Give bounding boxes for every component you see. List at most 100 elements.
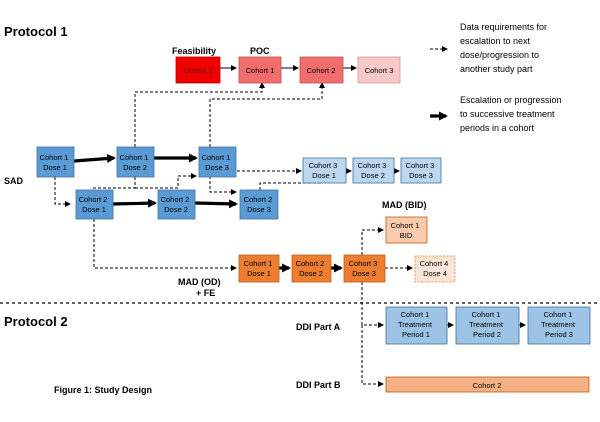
box-text: Dose 2 bbox=[299, 269, 323, 278]
legend-dashed-line-2: escalation to next bbox=[460, 36, 531, 46]
box-ddi-a-period-1: Cohort 1 Treatment Period 1 bbox=[385, 306, 448, 345]
mad-od-label: MAD (OD) bbox=[178, 277, 221, 287]
box-text: BID bbox=[400, 231, 413, 240]
arrow-sad-c1-d1-d2 bbox=[73, 154, 116, 164]
box-mad-cohort-1-dose-1: Cohort 1 Dose 1 bbox=[238, 254, 280, 283]
box-text: Period 1 bbox=[402, 330, 430, 339]
box-text: Cohort 1 bbox=[202, 153, 231, 162]
svg-text:Cohort 2 Dose 2: Cohort 2 Dose 2 bbox=[296, 259, 327, 278]
svg-text:Cohort 1 Dose 1: Cohort 1 Dose 1 bbox=[244, 259, 275, 278]
box-mad-cohort-3-dose-3: Cohort 3 Dose 3 bbox=[343, 254, 386, 283]
dashed-arrows bbox=[54, 82, 413, 387]
arrow-sad-c1d3-to-poc-c2 bbox=[209, 82, 325, 147]
legend-solid-text: Escalation or progression to successive … bbox=[460, 95, 564, 133]
arrow-sad-c1d1-to-c2d1 bbox=[54, 177, 71, 207]
box-poc-cohort-3: Cohort 3 bbox=[357, 56, 401, 84]
box-text: Treatment bbox=[541, 320, 576, 329]
box-text: Dose 3 bbox=[205, 163, 229, 172]
box-poc-cohort-1: Cohort 1 bbox=[238, 56, 282, 84]
box-text: Cohort 3 bbox=[365, 66, 394, 75]
legend-solid-line-3: periods in a cohort bbox=[460, 123, 535, 133]
legend-solid-line-1: Escalation or progression bbox=[460, 95, 562, 105]
box-text: Cohort 1 bbox=[472, 310, 501, 319]
svg-text:Cohort 1 Dose 3: Cohort 1 Dose 3 bbox=[202, 153, 233, 172]
box-sad-cohort-3-dose-2: Cohort 3 Dose 2 bbox=[352, 157, 395, 184]
svg-text:Cohort 3 Dose 3: Cohort 3 Dose 3 bbox=[349, 259, 380, 278]
svg-text:Cohort 1 Dose 2: Cohort 1 Dose 2 bbox=[120, 153, 151, 172]
box-sad-cohort-2-dose-3: Cohort 2 Dose 3 bbox=[239, 189, 279, 220]
box-text: Dose 1 bbox=[43, 163, 67, 172]
box-text: Cohort 1 bbox=[244, 259, 273, 268]
box-text: Cohort 2 bbox=[79, 195, 108, 204]
poc-label: POC bbox=[250, 46, 270, 56]
legend-solid-line-2: to successive treatment bbox=[460, 109, 555, 119]
svg-text:Cohort 1: Cohort 1 bbox=[184, 66, 213, 75]
svg-text:Cohort 2 Dose 1: Cohort 2 Dose 1 bbox=[79, 195, 110, 214]
box-text: Cohort 1 bbox=[120, 153, 149, 162]
box-sad-cohort-2-dose-1: Cohort 2 Dose 1 bbox=[75, 189, 114, 220]
svg-text:Cohort 3: Cohort 3 bbox=[365, 66, 394, 75]
box-text: Period 2 bbox=[473, 330, 501, 339]
svg-text:Cohort 2: Cohort 2 bbox=[307, 66, 336, 75]
legend-dashed-line-1: Data requirements for bbox=[460, 22, 547, 32]
svg-text:Cohort 3 Dose 3: Cohort 3 Dose 3 bbox=[406, 161, 437, 180]
box-text: Dose 2 bbox=[123, 163, 147, 172]
box-text: Cohort 3 bbox=[349, 259, 378, 268]
arrow-mad-to-ddi-b bbox=[361, 325, 384, 387]
box-sad-cohort-1-dose-3: Cohort 1 Dose 3 bbox=[198, 146, 237, 178]
ddi-part-b-label: DDI Part B bbox=[296, 380, 341, 390]
box-feasibility-cohort-1: Cohort 1 bbox=[175, 56, 221, 84]
svg-text:Cohort 3 Dose 2: Cohort 3 Dose 2 bbox=[358, 161, 389, 180]
svg-text:Cohort 3 Dose 1: Cohort 3 Dose 1 bbox=[309, 161, 340, 180]
box-mad-cohort-2-dose-2: Cohort 2 Dose 2 bbox=[291, 254, 332, 283]
legend: Data requirements for escalation to next… bbox=[430, 22, 564, 133]
box-text: Dose 4 bbox=[423, 269, 447, 278]
box-text: Cohort 3 bbox=[309, 161, 338, 170]
arrow-sad-c1d3-to-c2d3 bbox=[209, 176, 237, 195]
box-sad-cohort-2-dose-2: Cohort 2 Dose 2 bbox=[157, 189, 196, 220]
protocol1-title: Protocol 1 bbox=[4, 24, 68, 39]
mad-fe-label: + FE bbox=[196, 288, 215, 298]
box-text: Cohort 3 bbox=[358, 161, 387, 170]
box-poc-cohort-2: Cohort 2 bbox=[299, 56, 344, 84]
svg-text:Cohort 1: Cohort 1 bbox=[246, 66, 275, 75]
box-text: Cohort 1 bbox=[401, 310, 430, 319]
box-mad-cohort-4-dose-4: Cohort 4 Dose 4 bbox=[414, 255, 456, 283]
legend-dashed-line-3: dose/progression to bbox=[460, 50, 539, 60]
box-text: Dose 3 bbox=[247, 205, 271, 214]
svg-text:Cohort 1 BID: Cohort 1 BID bbox=[391, 221, 422, 240]
protocol2-title: Protocol 2 bbox=[4, 314, 68, 329]
solid-arrows bbox=[73, 153, 343, 273]
box-text: Treatment bbox=[469, 320, 504, 329]
svg-text:Cohort 2 Dose 3: Cohort 2 Dose 3 bbox=[244, 195, 275, 214]
box-sad-cohort-3-dose-1: Cohort 3 Dose 1 bbox=[302, 157, 347, 184]
box-text: Cohort 3 bbox=[406, 161, 435, 170]
box-text: Dose 1 bbox=[312, 171, 336, 180]
box-sad-cohort-1-dose-2: Cohort 1 Dose 2 bbox=[116, 146, 155, 178]
svg-text:Cohort 1 Dose 1: Cohort 1 Dose 1 bbox=[40, 153, 71, 172]
box-text: Dose 2 bbox=[361, 171, 385, 180]
sad-label: SAD bbox=[4, 176, 24, 186]
arrow-sad-c2-d1-d2 bbox=[112, 198, 157, 208]
svg-text:Cohort 4 Dose 4: Cohort 4 Dose 4 bbox=[420, 259, 451, 278]
box-text: Dose 2 bbox=[164, 205, 188, 214]
box-text: Period 3 bbox=[545, 330, 573, 339]
box-text: Cohort 2 bbox=[473, 381, 502, 390]
box-text: Cohort 1 bbox=[544, 310, 573, 319]
box-text: Cohort 1 bbox=[246, 66, 275, 75]
arrow-sad-c2-d2-d3 bbox=[194, 199, 238, 209]
box-text: Treatment bbox=[398, 320, 433, 329]
svg-text:Cohort 1 Treatment: Cohort 1 Treatment Period 1 bbox=[398, 310, 434, 339]
feasibility-label: Feasibility bbox=[172, 46, 216, 56]
box-mad-bid-cohort-1: Cohort 1 BID bbox=[385, 216, 428, 244]
mad-bid-label: MAD (BID) bbox=[382, 200, 427, 210]
box-sad-cohort-1-dose-1: Cohort 1 Dose 1 bbox=[36, 146, 75, 178]
arrow-sad-c2d1-to-c1d3 bbox=[135, 173, 197, 189]
box-text: Dose 3 bbox=[352, 269, 376, 278]
box-text: Dose 1 bbox=[82, 205, 106, 214]
box-text: Cohort 4 bbox=[420, 259, 449, 268]
legend-dashed-line-4: another study part bbox=[460, 64, 533, 74]
box-text: Cohort 2 bbox=[296, 259, 325, 268]
svg-text:Cohort 1 Treatment: Cohort 1 Treatment Period 3 bbox=[541, 310, 577, 339]
